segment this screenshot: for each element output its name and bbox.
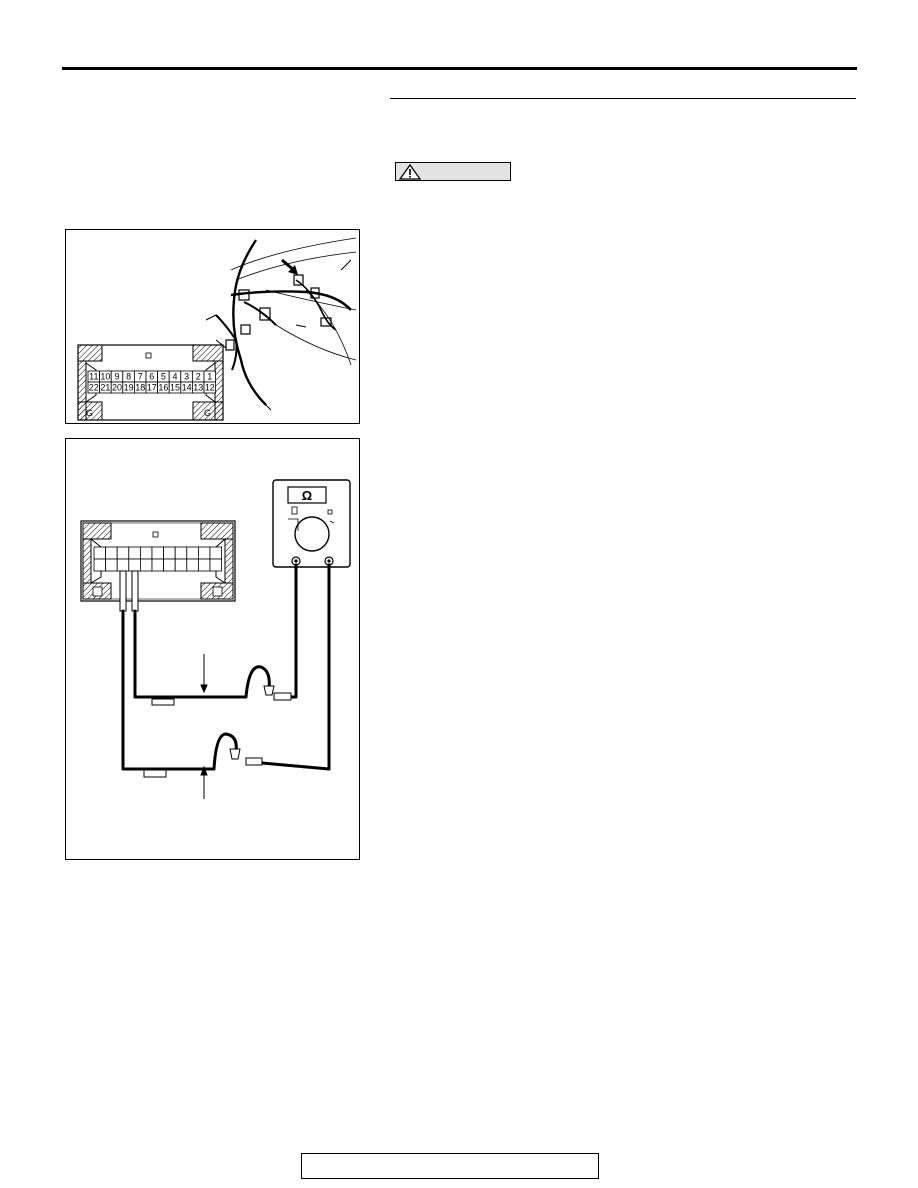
test-leads — [121, 563, 331, 771]
alligator-clips — [229, 685, 275, 760]
harness-top-row-pin-cell — [163, 546, 176, 560]
bottom-row-pin-label: 15 — [170, 383, 180, 393]
bottom-row-pin-label: 16 — [158, 383, 168, 393]
header-rule — [62, 67, 857, 70]
bottom-row-pin-label: 19 — [124, 383, 134, 393]
connector-harness-side-diagram — [80, 520, 236, 602]
harness-top-row-pin-cell — [209, 546, 223, 560]
bottom-row-pin-label: 12 — [205, 383, 215, 393]
harness-bottom-row-pin-cell — [163, 558, 176, 572]
harness-bottom-row-pin-cell — [93, 558, 107, 572]
footer-box — [301, 1153, 599, 1179]
top-row-pin-label: 3 — [184, 372, 189, 382]
top-row-pin-label: 11 — [89, 372, 98, 382]
bottom-row-pin-label: 14 — [182, 383, 192, 393]
top-row-pin-label: 9 — [114, 372, 119, 382]
bottom-row-pin-label: 18 — [135, 383, 145, 393]
bottom-row-pin-label: 20 — [112, 383, 122, 393]
top-row-pin-label: 2 — [196, 372, 201, 382]
top-row-pin-label: 1 — [207, 372, 212, 382]
callout-arrows — [200, 654, 208, 799]
ohmmeter-icon: Ω — [272, 479, 351, 568]
probe-tips — [143, 692, 292, 778]
caution-box — [395, 162, 511, 181]
harness-bottom-row-pin-cell — [209, 558, 223, 572]
top-row-pin-label: 6 — [149, 372, 154, 382]
ohm-symbol: Ω — [302, 488, 312, 503]
top-row-pin-label: 7 — [138, 372, 143, 382]
harness-bottom-row-pin-cell — [140, 558, 153, 572]
harness-top-row-pin-cell — [140, 546, 153, 560]
dashboard-harness-illustration — [205, 237, 357, 411]
warning-triangle-icon — [399, 164, 421, 180]
harness-bottom-row-pin-cell — [151, 558, 165, 572]
ground-mark-left: G — [86, 408, 93, 418]
harness-top-row-pin-cell — [93, 546, 107, 560]
harness-top-row-pin-cell — [197, 546, 211, 560]
bottom-row-pin-cell — [203, 381, 217, 394]
harness-top-row-pin-cell — [105, 546, 118, 560]
harness-top-row-pin-cell — [116, 546, 130, 560]
bottom-row-pin-label: 13 — [193, 383, 203, 393]
harness-bottom-row-pin-cell — [186, 558, 199, 572]
bottom-row-pin-label: 22 — [89, 383, 99, 393]
harness-top-row-pin-cell — [174, 546, 188, 560]
bottom-row-pin-label: 21 — [100, 383, 110, 393]
harness-top-row-pin-cell — [128, 546, 141, 560]
harness-bottom-row-pin-cell — [174, 558, 188, 572]
top-row-pin-label: 8 — [126, 372, 131, 382]
top-row-pin-label: 5 — [161, 372, 166, 382]
harness-bottom-row-pin-cell — [197, 558, 211, 572]
harness-bottom-row-pin-cell — [105, 558, 118, 572]
bottom-row-pin-label: 17 — [147, 383, 157, 393]
section-rule — [390, 98, 856, 99]
harness-bottom-row-pin-cell — [116, 558, 130, 572]
harness-top-row-pin-cell — [186, 546, 199, 560]
ohmmeter-test-figure: Ω — [65, 438, 360, 860]
top-row-pin-label: 4 — [172, 372, 177, 382]
harness-bottom-row-pin-cell — [128, 558, 141, 572]
ground-mark-right: G — [204, 408, 211, 418]
harness-top-row-pin-cell — [151, 546, 165, 560]
top-row-pin-label: 10 — [100, 372, 110, 382]
